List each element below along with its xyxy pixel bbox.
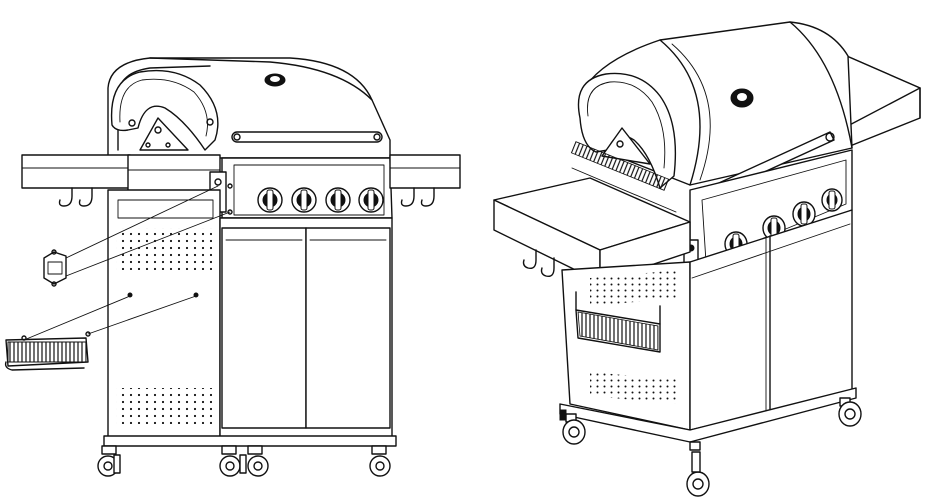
- caster-1: [97, 445, 121, 477]
- door-left: [221, 227, 307, 429]
- hooks-left: [58, 187, 93, 207]
- hood-3d: [577, 21, 853, 197]
- control-panel: [209, 157, 393, 219]
- casters-left-view: [97, 445, 391, 477]
- caster-3d-2: [686, 441, 710, 497]
- knob-4: [358, 187, 384, 213]
- assembled-perspective-view: [493, 21, 921, 497]
- bracket-part: [43, 185, 231, 287]
- basket-3d: [575, 291, 661, 353]
- cabinet-doors: [219, 217, 393, 439]
- caster-3d-3: [838, 397, 862, 427]
- cabinet-side: [107, 189, 221, 439]
- knob-2: [291, 187, 317, 213]
- casters-right-view: [559, 397, 862, 497]
- caster-2: [219, 445, 241, 477]
- hood-handle: [231, 131, 383, 143]
- exploded-front-view: [4, 57, 461, 477]
- leader-line-4: [87, 295, 197, 335]
- knob-3d-3: [792, 201, 816, 227]
- caster-3d-1: [559, 409, 586, 445]
- hood: [107, 57, 391, 159]
- leader-line-2: [65, 211, 231, 277]
- knob-1: [257, 187, 283, 213]
- caster-3: [239, 445, 269, 477]
- bottom-frame: [103, 435, 397, 447]
- door-right: [305, 227, 391, 429]
- control-knobs: [257, 187, 384, 213]
- cabinet-3d: [561, 209, 853, 431]
- leader-line-1: [65, 185, 219, 259]
- knob-3: [325, 187, 351, 213]
- basket-part: [4, 295, 197, 371]
- side-shelf-left: [21, 154, 221, 192]
- leader-line-3: [23, 295, 131, 341]
- side-shelf-right: [389, 154, 461, 207]
- knob-3d-4: [821, 188, 843, 212]
- caster-4: [369, 445, 391, 477]
